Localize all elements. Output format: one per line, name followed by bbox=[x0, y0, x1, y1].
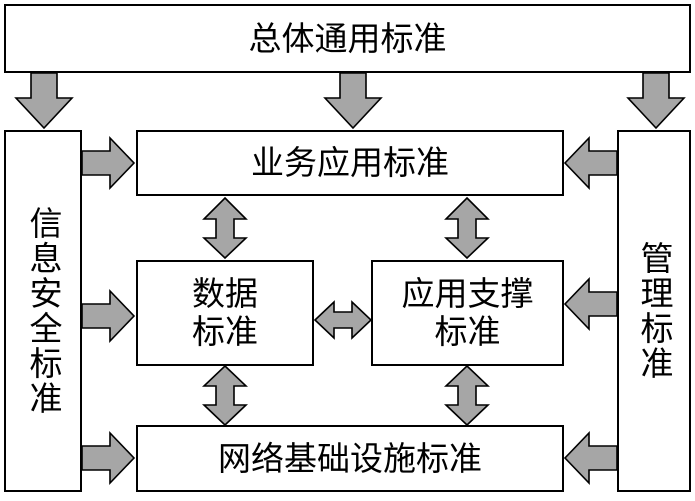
network-infrastructure-standard-label: 网络基础设施标准 bbox=[218, 438, 482, 478]
business-application-standard-box: 业务应用标准 bbox=[136, 130, 564, 196]
data-standard-label-line1: 数据 bbox=[192, 274, 258, 314]
general-standard-label: 总体通用标准 bbox=[248, 18, 447, 58]
down-arrow-to-business bbox=[323, 72, 383, 130]
information-security-standard-box: 信息安全标准 bbox=[4, 130, 82, 492]
general-standard-box: 总体通用标准 bbox=[4, 4, 691, 73]
down-arrow-to-management bbox=[626, 72, 686, 130]
double-arrow-support-infrastructure bbox=[444, 364, 490, 427]
double-arrow-data-infrastructure bbox=[202, 364, 248, 427]
left-arrow-to-business bbox=[563, 136, 618, 190]
down-arrow-to-security bbox=[14, 72, 74, 130]
application-support-standard-box: 应用支撑 标准 bbox=[371, 260, 564, 366]
right-arrow-to-infrastructure bbox=[81, 431, 136, 485]
data-standard-label-line2: 标准 bbox=[192, 312, 258, 351]
double-arrow-business-support bbox=[444, 196, 490, 260]
application-support-label-line1: 应用支撑 bbox=[401, 274, 534, 314]
management-standard-box: 管理标准 bbox=[617, 130, 691, 492]
double-arrow-data-support bbox=[313, 300, 373, 340]
left-arrow-to-infrastructure bbox=[563, 431, 618, 485]
information-security-standard-label: 信息安全标准 bbox=[23, 206, 63, 416]
right-arrow-to-data bbox=[81, 289, 136, 343]
data-standard-box: 数据 标准 bbox=[136, 260, 314, 366]
business-application-standard-label: 业务应用标准 bbox=[251, 143, 449, 183]
double-arrow-business-data bbox=[202, 196, 248, 260]
left-arrow-to-support bbox=[563, 277, 618, 331]
right-arrow-to-business bbox=[81, 136, 136, 190]
network-infrastructure-standard-box: 网络基础设施标准 bbox=[136, 425, 564, 492]
management-standard-label: 管理标准 bbox=[634, 241, 674, 381]
application-support-label-line2: 标准 bbox=[434, 312, 501, 351]
